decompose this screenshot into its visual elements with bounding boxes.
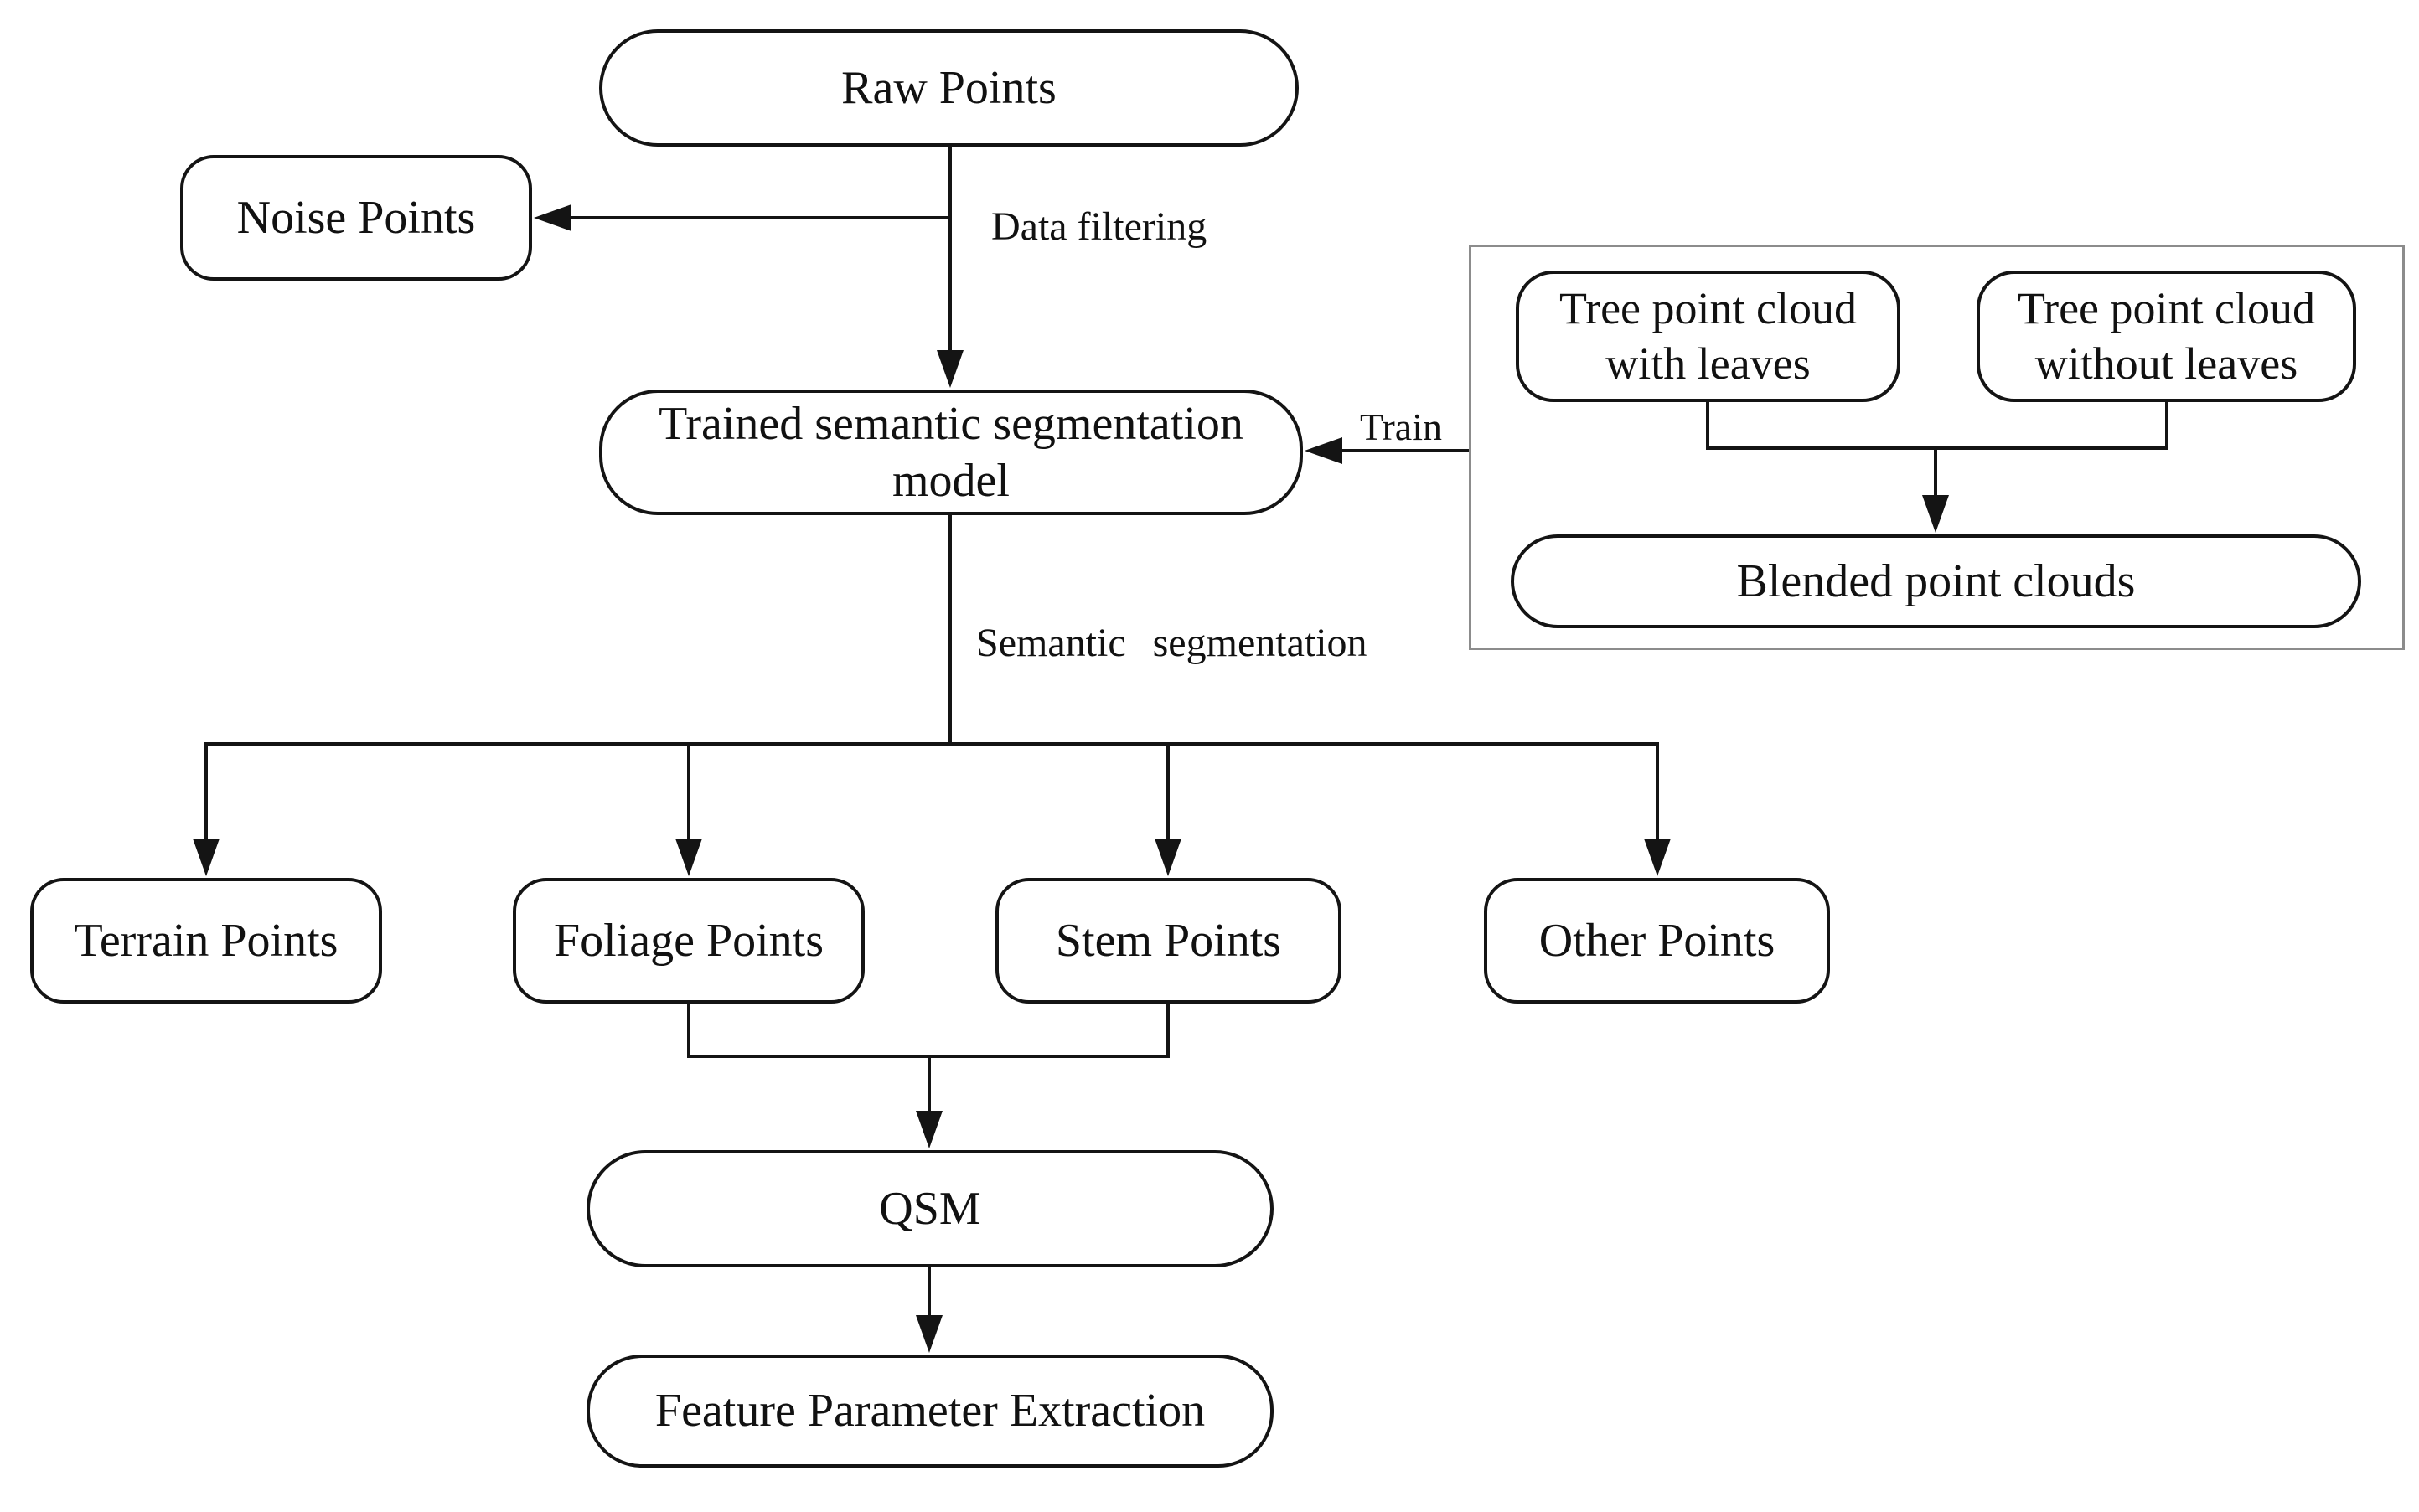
arrowhead-terrain-top [193, 839, 220, 876]
node-tree-with-leaves-label: Tree point cloud with leaves [1559, 282, 1857, 389]
arrowhead-blended-top [1922, 495, 1949, 533]
arrowhead-stem-top [1155, 839, 1181, 876]
node-noise-points: Noise Points [180, 155, 532, 281]
node-noise-points-label: Noise Points [236, 191, 476, 244]
node-qsm-label: QSM [879, 1182, 981, 1235]
training-data-panel [1469, 245, 2405, 650]
edge-label-semantic-segmentation: Semantic segmentation [976, 621, 1367, 665]
arrowhead-foliage-top [675, 839, 702, 876]
node-tree-without-leaves-label: Tree point cloud without leaves [2018, 282, 2315, 389]
node-feature-parameter-extraction: Feature Parameter Extraction [587, 1355, 1274, 1468]
node-raw-points-label: Raw Points [841, 61, 1057, 114]
arrowhead-model-right [1305, 437, 1342, 464]
node-tree-without-leaves: Tree point cloud without leaves [1977, 271, 2356, 402]
arrowhead-noise-right [534, 204, 571, 231]
edge-label-train: Train [1360, 405, 1442, 448]
node-foliage-points: Foliage Points [513, 878, 865, 1004]
node-tree-with-leaves: Tree point cloud with leaves [1516, 271, 1900, 402]
edge-label-data-filtering: Data filtering [991, 204, 1207, 249]
node-terrain-points: Terrain Points [30, 878, 382, 1004]
node-other-points: Other Points [1484, 878, 1830, 1004]
edge-foliage-merge [687, 1004, 929, 1058]
node-segmentation-model: Trained semantic segmentation model [599, 390, 1303, 515]
node-foliage-points-label: Foliage Points [553, 914, 824, 967]
node-blended-point-clouds-label: Blended point clouds [1736, 555, 2136, 607]
node-raw-points: Raw Points [599, 29, 1299, 147]
node-qsm: QSM [587, 1150, 1274, 1267]
edge-stem-merge [929, 1004, 1170, 1058]
node-other-points-label: Other Points [1538, 914, 1775, 967]
node-terrain-points-label: Terrain Points [74, 914, 339, 967]
node-stem-points: Stem Points [995, 878, 1341, 1004]
arrowhead-other-top [1644, 839, 1671, 876]
node-feature-parameter-extraction-label: Feature Parameter Extraction [654, 1385, 1206, 1437]
node-stem-points-label: Stem Points [1055, 914, 1282, 967]
arrowhead-qsm-top [916, 1111, 943, 1148]
arrowhead-model-top [937, 350, 964, 388]
arrowhead-fpe-top [916, 1315, 943, 1353]
node-blended-point-clouds: Blended point clouds [1511, 534, 2361, 628]
node-segmentation-model-label: Trained semantic segmentation model [659, 397, 1243, 507]
